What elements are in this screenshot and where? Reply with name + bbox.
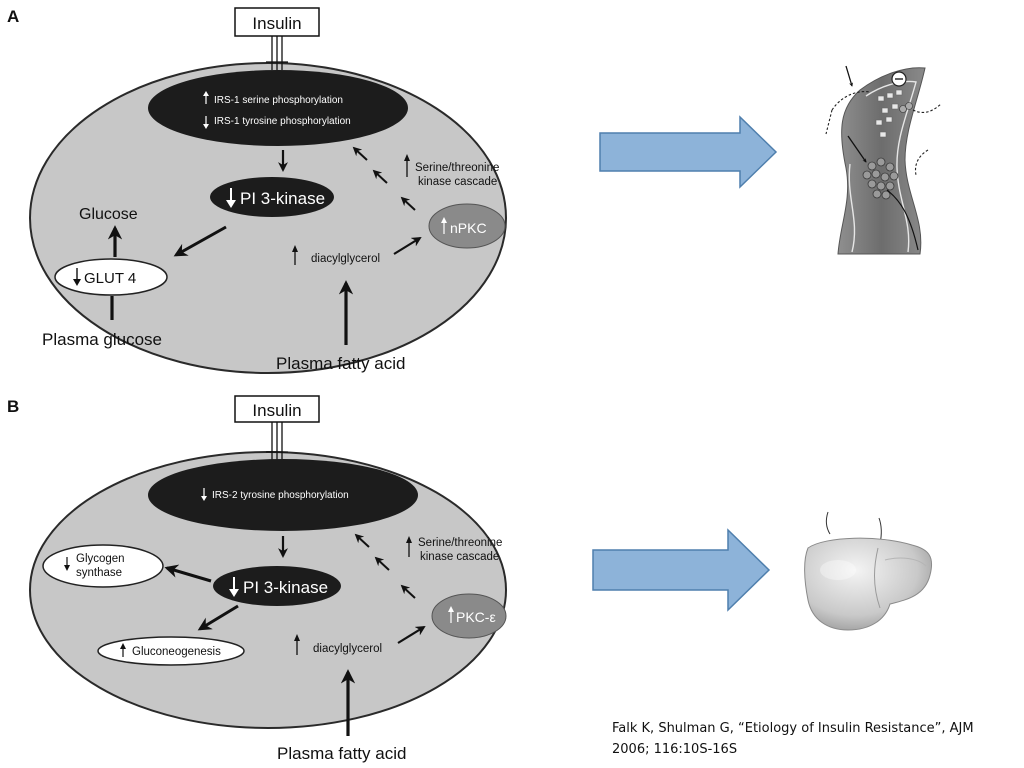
serine-up-arrow-a bbox=[404, 154, 410, 177]
arrow-pi3k-to-gluconeogenesis-b bbox=[197, 604, 239, 631]
gluconeogenesis-up-arrow-b bbox=[120, 643, 126, 657]
arrow-pkc-to-cascade-a bbox=[400, 196, 416, 211]
pkc-up-arrow-b bbox=[448, 606, 454, 623]
glut4-down-arrow-a bbox=[73, 268, 81, 286]
cell-a bbox=[29, 62, 507, 374]
glut4-label-a: GLUT 4 bbox=[84, 270, 136, 287]
panel-b: B Insulin IRS-2 tyrosine phosphorylation… bbox=[7, 395, 507, 763]
plasma-glucose-label-a: Plasma glucose bbox=[42, 330, 162, 349]
pi3k-label-a: PI 3-kinase bbox=[240, 189, 325, 208]
dag-up-arrow-b bbox=[294, 634, 300, 655]
pi3k-ellipse-b bbox=[213, 566, 341, 606]
panel-a-label: A bbox=[7, 7, 19, 26]
pi3k-down-arrow-b bbox=[229, 577, 239, 597]
serine-cascade-label-a-1: Serine/threonine bbox=[415, 162, 499, 174]
insulin-label-b: Insulin bbox=[252, 401, 301, 420]
irs-tyrosine-label-b: IRS-2 tyrosine phosphorylation bbox=[212, 490, 349, 501]
muscle-cell-illustration bbox=[825, 65, 942, 255]
dag-up-arrow-a bbox=[292, 245, 298, 265]
glycogen-ellipse-b bbox=[42, 544, 164, 588]
block-arrow-top bbox=[599, 115, 778, 189]
arrow-cascade-chain-b-1 bbox=[374, 556, 390, 571]
irs-serine-row-a: IRS-1 serine phosphorylation bbox=[203, 91, 343, 106]
arrow-dag-to-pkc-b bbox=[397, 625, 426, 644]
irs-tyrosine-label-a: IRS-1 tyrosine phosphorylation bbox=[214, 116, 351, 127]
arrow-pi3k-to-glut4-a bbox=[173, 225, 227, 257]
serine-cascade-label-a-2: kinase cascade bbox=[418, 176, 497, 188]
pi3k-ellipse-a bbox=[210, 177, 334, 217]
arrow-cascade-chain-a-1 bbox=[372, 169, 388, 184]
pi3k-label-b: PI 3-kinase bbox=[243, 578, 328, 597]
glycogen-label-b-2: synthase bbox=[76, 567, 122, 579]
citation: Falk K, Shulman G, “Etiology of Insulin … bbox=[612, 718, 1012, 760]
glycogen-down-arrow-b bbox=[64, 557, 70, 571]
receptor-a bbox=[266, 36, 288, 70]
arrow-pkc-to-cascade-b bbox=[400, 584, 416, 599]
insulin-box-b bbox=[234, 395, 320, 423]
gluconeogenesis-ellipse-b bbox=[97, 636, 245, 666]
liver-illustration bbox=[804, 511, 933, 631]
citation-line-2: 2006; 116:10S-16S bbox=[612, 742, 738, 757]
pkc-up-arrow-a bbox=[441, 217, 447, 234]
block-arrow-bottom bbox=[592, 528, 771, 612]
glucose-label-a: Glucose bbox=[79, 206, 138, 223]
gluconeogenesis-label-b: Gluconeogenesis bbox=[132, 646, 221, 658]
panel-b-label: B bbox=[7, 397, 19, 416]
irs-tyrosine-row-b: IRS-2 tyrosine phosphorylation bbox=[201, 488, 349, 501]
pkc-ellipse-a bbox=[428, 203, 506, 249]
serine-cascade-label-b-1: Serine/threonine bbox=[418, 537, 502, 549]
pkc-ellipse-b bbox=[431, 593, 507, 639]
arrow-pi3k-to-glycogen-b bbox=[164, 564, 212, 583]
irs-ellipse-b bbox=[148, 459, 418, 531]
pkc-label-a: nPKC bbox=[450, 220, 487, 236]
plasma-fatty-acid-label-b: Plasma fatty acid bbox=[277, 744, 406, 763]
glycogen-label-b-1: Glycogen bbox=[76, 553, 125, 565]
insulin-label-a: Insulin bbox=[252, 14, 301, 33]
serine-cascade-label-b-2: kinase cascade bbox=[420, 551, 499, 563]
dag-label-a: diacylglycerol bbox=[311, 253, 380, 265]
irs-ellipse-a bbox=[148, 70, 408, 146]
irs-tyrosine-row-a: IRS-1 tyrosine phosphorylation bbox=[203, 116, 351, 129]
dag-label-b: diacylglycerol bbox=[313, 643, 382, 655]
citation-line-1: Falk K, Shulman G, “Etiology of Insulin … bbox=[612, 721, 974, 736]
panel-a: A Insulin IRS-1 serine phosphorylation I… bbox=[7, 7, 507, 374]
arrow-dag-to-pkc-a bbox=[393, 236, 422, 255]
pkc-label-b: PKC-ε bbox=[456, 609, 496, 625]
insulin-box-a bbox=[234, 7, 320, 37]
irs-serine-label-a: IRS-1 serine phosphorylation bbox=[214, 95, 343, 106]
plasma-fatty-acid-label-a: Plasma fatty acid bbox=[276, 354, 405, 373]
glut4-ellipse-a bbox=[54, 258, 168, 296]
serine-up-arrow-b bbox=[406, 536, 412, 557]
receptor-b bbox=[266, 422, 288, 462]
arrow-cascade-to-irs-b bbox=[354, 533, 370, 548]
arrow-cascade-to-irs-a bbox=[352, 146, 368, 161]
pi3k-down-arrow-a bbox=[226, 188, 236, 208]
